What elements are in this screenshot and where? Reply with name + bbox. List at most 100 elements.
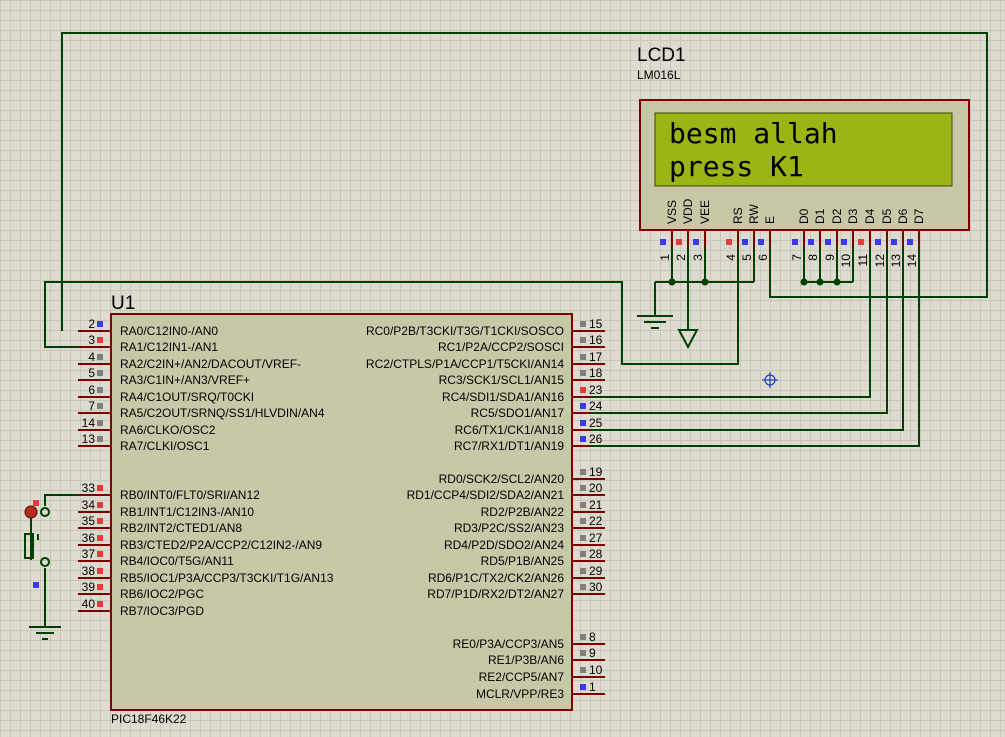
pin-state-indicator: [97, 354, 103, 360]
pin-state-indicator: [891, 239, 897, 245]
button-actuator-icon[interactable]: [24, 505, 38, 519]
pin-label: RB0/INT0/FLT0/SRI/AN12: [120, 488, 260, 502]
pin-number: 24: [589, 399, 603, 413]
wire-rc5-d5: [590, 247, 888, 414]
pin-label: RD7/P1D/RX2/DT2/AN27: [427, 587, 564, 601]
pin-state-indicator: [742, 239, 748, 245]
mcu-body[interactable]: [110, 313, 573, 711]
pin-state-indicator: [808, 239, 814, 245]
pin-state-indicator: [97, 370, 103, 376]
lcd-pin[interactable]: 6E: [756, 216, 777, 261]
pin-number: 38: [82, 564, 96, 578]
pin-number: 15: [589, 317, 603, 331]
pin-number: 9: [589, 646, 596, 660]
pin-label: RE0/P3A/CCP3/AN5: [453, 637, 565, 651]
pin-label: RD2/P2B/AN22: [481, 505, 565, 519]
pin-state-indicator: [580, 420, 586, 426]
power-terminal-vdd[interactable]: [677, 329, 699, 350]
pin-number: 6: [88, 383, 95, 397]
pin-number: 20: [589, 481, 603, 495]
lcd-pin[interactable]: 4RS: [724, 207, 745, 260]
lcd-line1: besm allah: [669, 117, 838, 150]
lcd-pin[interactable]: 7D0: [790, 208, 811, 260]
pin-state-indicator: [97, 436, 103, 442]
pin-number: 1: [658, 254, 672, 261]
pin-label: D7: [912, 208, 926, 224]
lcd-ref: LCD1: [637, 45, 686, 66]
pin-state-indicator: [97, 518, 103, 524]
pin-number: 27: [589, 531, 603, 545]
lcd-pin[interactable]: 5RW: [740, 204, 761, 261]
pin-label: D1: [813, 208, 827, 224]
pin-state-indicator: [97, 551, 103, 557]
pin-number: 26: [589, 432, 603, 446]
button-pin-state: [33, 500, 39, 506]
pin-label: VEE: [698, 200, 712, 224]
pin-label: D2: [830, 208, 844, 224]
ground-symbol-lcd[interactable]: [637, 315, 673, 329]
lcd-pin[interactable]: 9D2: [823, 208, 844, 260]
pin-number: 35: [82, 514, 96, 528]
pin-label: RB6/IOC2/PGC: [120, 587, 204, 601]
pin-label: RD4/P2D/SDO2/AN24: [444, 538, 564, 552]
push-button-k1[interactable]: [24, 500, 50, 588]
pin-state-indicator: [580, 502, 586, 508]
pin-label: RB4/IOC0/T5G/AN11: [120, 554, 234, 568]
lcd-part: LM016L: [637, 68, 681, 82]
origin-marker-icon: [762, 372, 778, 388]
pin-state-indicator: [858, 239, 864, 245]
lcd-pin[interactable]: 8D1: [806, 208, 827, 260]
pin-state-indicator: [580, 485, 586, 491]
pin-state-indicator: [97, 321, 103, 327]
pin-label: D5: [880, 208, 894, 224]
pin-label: RC6/TX1/CK1/AN18: [455, 423, 565, 437]
ground-symbol-button[interactable]: [29, 626, 61, 640]
pin-state-indicator: [792, 239, 798, 245]
pin-state-indicator: [580, 667, 586, 673]
pin-number: 39: [82, 580, 96, 594]
